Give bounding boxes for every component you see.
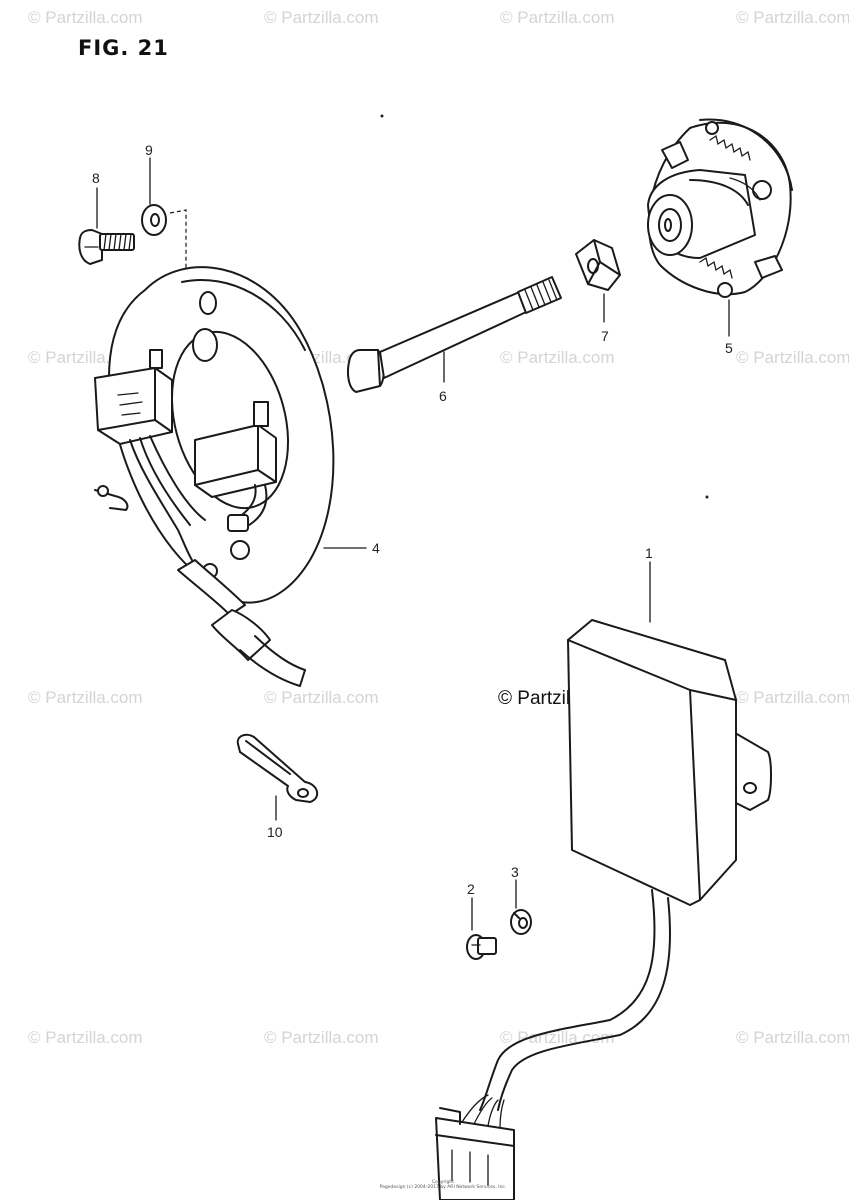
part-4-stator-plate xyxy=(94,266,335,687)
part-7-nut xyxy=(575,239,621,291)
watermark: © Partzilla.com xyxy=(264,688,379,707)
watermark: © Partzilla.com xyxy=(500,348,615,367)
footer-line: Pagedesign (c) 2004-2017 by ARI Network … xyxy=(379,1185,507,1190)
part-9-washer xyxy=(141,204,167,236)
callout-9: 9 xyxy=(145,142,153,158)
watermark: © Partzilla.com xyxy=(28,8,143,27)
alignment-line xyxy=(169,209,187,308)
watermark: © Partzilla.com xyxy=(736,688,849,707)
callout-1: 1 xyxy=(645,545,653,561)
callout-5: 5 xyxy=(725,340,733,356)
part-10-clamp xyxy=(236,733,319,803)
watermark: © Partzilla.com xyxy=(736,1028,849,1047)
watermark: © Partzilla.com xyxy=(264,8,379,27)
callout-2: 2 xyxy=(467,881,475,897)
callout-8: 8 xyxy=(92,170,100,186)
part-1-cdi-unit xyxy=(435,619,772,1200)
callout-10: 10 xyxy=(267,824,283,840)
part-6-bolt xyxy=(347,276,562,393)
callout-3: 3 xyxy=(511,864,519,880)
copyright-footer: Copyright Pagedesign (c) 2004-2017 by AR… xyxy=(368,1180,518,1190)
watermark: © Partzilla.com xyxy=(500,8,615,27)
speck xyxy=(705,495,709,499)
watermark: © Partzilla.com xyxy=(28,1028,143,1047)
callout-6: 6 xyxy=(439,388,447,404)
part-2-screw xyxy=(466,934,497,960)
part-8-screw xyxy=(78,229,135,265)
figure-title: FIG. 21 xyxy=(78,36,169,60)
watermark: © Partzilla.com xyxy=(28,688,143,707)
callout-7: 7 xyxy=(601,328,609,344)
callout-4: 4 xyxy=(372,540,380,556)
watermark: © Partzilla.com xyxy=(264,1028,379,1047)
footer-line: Copyright xyxy=(432,1180,454,1185)
watermark: © Partzilla.com xyxy=(736,8,849,27)
watermark: © Partzilla.com xyxy=(736,348,849,367)
speck xyxy=(380,114,384,118)
part-5-advancer-assembly xyxy=(647,118,793,298)
part-3-lock-washer xyxy=(510,909,532,935)
